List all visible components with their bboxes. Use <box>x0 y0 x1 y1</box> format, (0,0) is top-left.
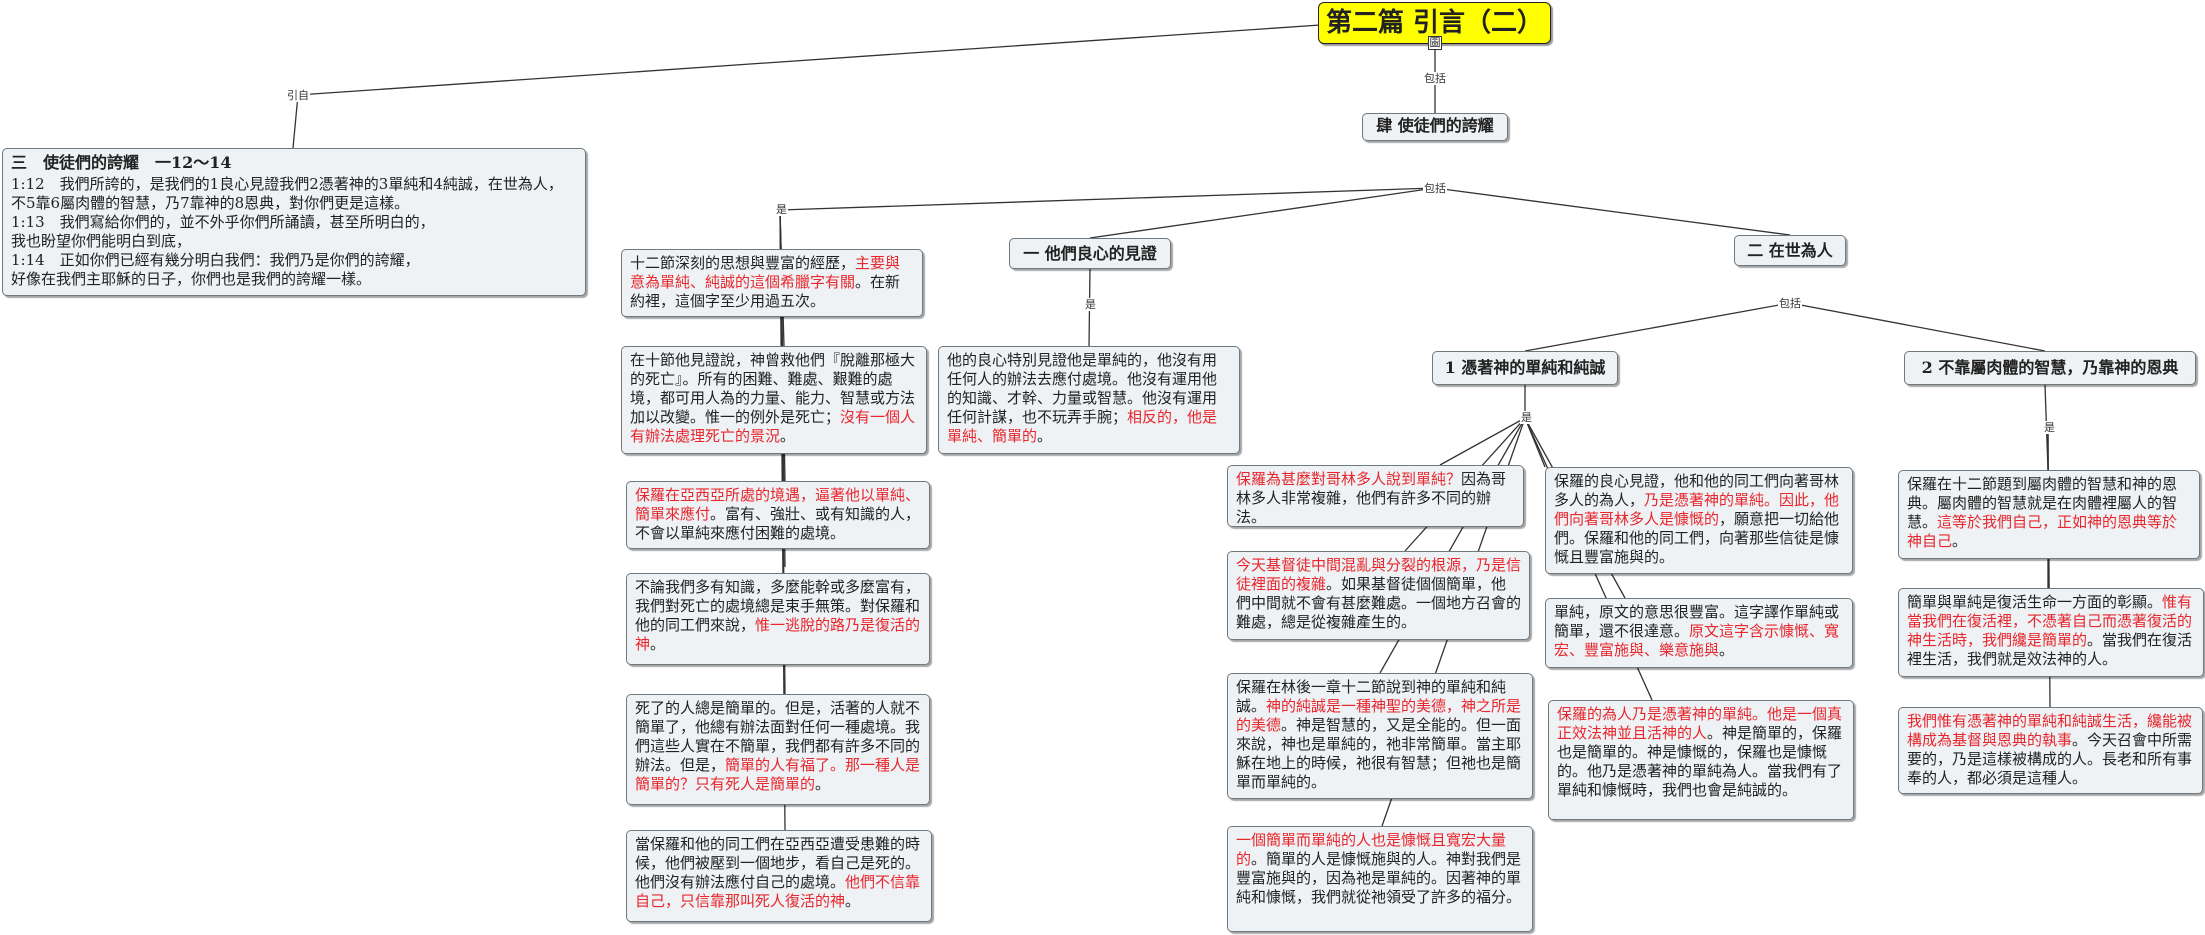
relation-label: 是 <box>1520 411 1533 424</box>
relation-label: 是 <box>1084 298 1097 311</box>
note-node[interactable]: 單純，原文的意思很豐富。這字譯作單純或簡單，還不很達意。原文這字含示慷慨、寬宏、… <box>1545 598 1853 668</box>
topic-title: 肆 使徒們的誇耀 <box>1376 116 1494 135</box>
note-node[interactable]: 十二節深刻的思想與豐富的經歷，主要與意為單純、純誠的這個希臘字有關。在新約裡，這… <box>621 249 923 317</box>
relation-label: 是 <box>775 203 788 216</box>
scripture-line: 1:12 我們所誇的，是我們的1良心見證我們2憑著神的3單純和4純誠，在世為人， <box>11 175 563 193</box>
note-node[interactable]: 保羅的為人乃是憑著神的單純。他是一個真正效法神並且活神的人。神是簡單的，保羅也是… <box>1548 700 1854 820</box>
relation-label: 是 <box>2043 421 2056 434</box>
scripture-node[interactable]: 三 使徒們的誇耀 一12～14 1:12 我們所誇的，是我們的1良心見證我們2憑… <box>2 148 586 296</box>
note-node[interactable]: 他的良心特別見證他是單純的，他沒有用任何人的辦法去應付處境。他沒有運用他的知識、… <box>938 346 1240 454</box>
note-node[interactable]: 今天基督徒中間混亂與分裂的根源，乃是信徒裡面的複雜。如果基督徒個個簡單，他們中間… <box>1227 551 1530 640</box>
note-node[interactable]: 保羅在林後一章十二節說到神的單純和純誠。神的純誠是一種神聖的美德，神之所是的美德… <box>1227 673 1533 799</box>
relation-label: 包括 <box>1778 297 1802 310</box>
scripture-line: 不5靠6屬肉體的智慧，乃7靠神的8恩典，對你們更是這樣。 <box>11 194 410 212</box>
relation-label: 引自 <box>286 89 310 102</box>
note-node[interactable]: 我們惟有憑著神的單純和純誠生活，纔能被構成為基督與恩典的執事。今天召會中所需要的… <box>1898 707 2203 794</box>
section-node-conscience[interactable]: 一 他們良心的見證 <box>1009 238 1171 269</box>
root-title: 第二篇 引言（二） <box>1325 8 1544 38</box>
note-node[interactable]: 死了的人總是簡單的。但是，活著的人就不簡單了，他總有辦法面對任何一種處境。我們這… <box>626 694 930 805</box>
topic-node[interactable]: 肆 使徒們的誇耀 <box>1362 113 1508 141</box>
subsection-node-grace[interactable]: 2 不靠屬肉體的智慧，乃靠神的恩典 <box>1904 351 2196 385</box>
note-node[interactable]: 保羅在亞西亞所處的境遇，逼著他以單純、簡單來應付。富有、強壯、或有知識的人，不會… <box>626 481 930 549</box>
subsection-node-simplicity[interactable]: 1 憑著神的單純和純誠 <box>1432 351 1618 385</box>
relation-label: 包括 <box>1423 182 1447 195</box>
note-node[interactable]: 在十節他見證說，神曾救他們『脫離那極大的死亡』。所有的困難、難處、艱難的處境，都… <box>621 346 927 454</box>
scripture-line: 好像在我們主耶穌的日子，你們也是我們的誇耀一樣。 <box>11 270 372 288</box>
note-node[interactable]: 一個簡單而單純的人也是慷慨且寬宏大量的。簡單的人是慷慨施與的人。神對我們是豐富施… <box>1227 826 1533 932</box>
scripture-line: 1:13 我們寫給你們的，並不外乎你們所誦讀，甚至所明白的， <box>11 213 435 231</box>
relation-label: 包括 <box>1423 72 1447 85</box>
note-node[interactable]: 當保羅和他的同工們在亞西亞遭受患難的時候，他們被壓到一個地步，看自己是死的。他們… <box>626 830 932 922</box>
scripture-line: 1:14 正如你們已經有幾分明白我們：我們乃是你們的誇耀， <box>11 251 420 269</box>
note-icon[interactable]: 圖 <box>1428 36 1442 50</box>
note-node[interactable]: 保羅為甚麼對哥林多人說到單純？因為哥林多人非常複雜，他們有許多不同的辦法。 <box>1227 465 1524 527</box>
note-node[interactable]: 簡單與單純是復活生命一方面的彰顯。惟有當我們在復活裡，不憑著自己而憑著復活的神生… <box>1898 588 2204 677</box>
scripture-title: 三 使徒們的誇耀 一12～14 <box>11 153 232 172</box>
section-node-conduct[interactable]: 二 在世為人 <box>1734 235 1846 266</box>
scripture-line: 我也盼望你們能明白到底， <box>11 232 192 250</box>
note-node[interactable]: 不論我們多有知識，多麼能幹或多麼富有，我們對死亡的處境總是束手無策。對保羅和他的… <box>626 573 930 665</box>
note-node[interactable]: 保羅的良心見證，他和他的同工們向著哥林多人的為人，乃是憑著神的單純。因此，他們向… <box>1545 467 1853 574</box>
note-node[interactable]: 保羅在十二節題到屬肉體的智慧和神的恩典。屬肉體的智慧就是在肉體裡屬人的智慧。這等… <box>1898 470 2200 559</box>
